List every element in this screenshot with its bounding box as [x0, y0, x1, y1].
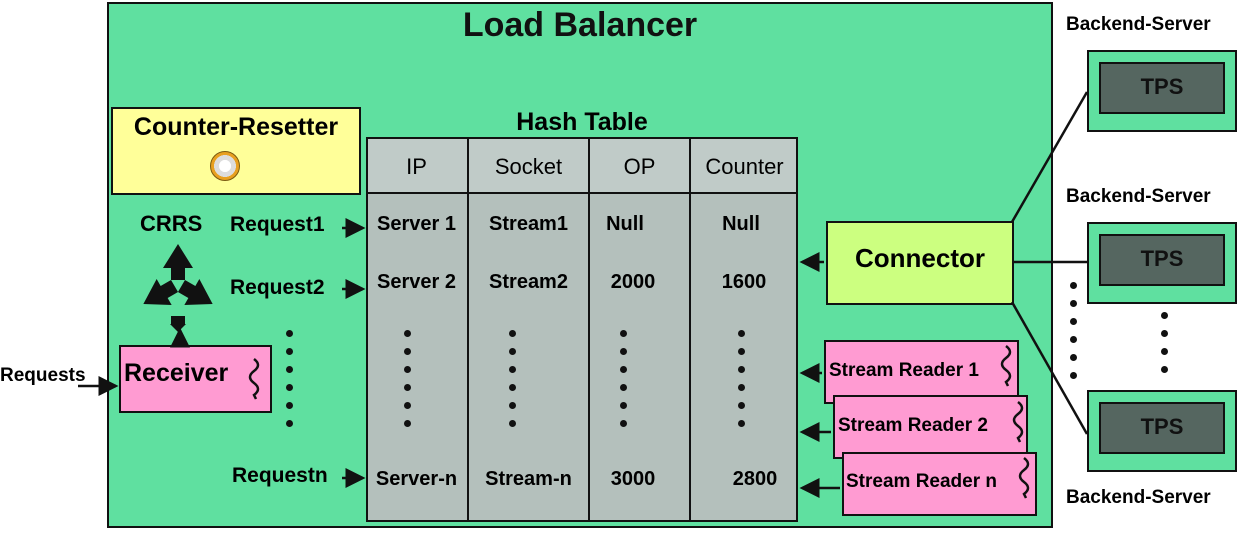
- tps-label: TPS: [1140, 246, 1184, 271]
- column-header-ip: IP: [406, 154, 427, 179]
- row-ellipsis: [738, 330, 746, 438]
- column-divider: [689, 137, 691, 522]
- request2-label: Request2: [230, 276, 325, 299]
- hash-table-title: Hash Table: [516, 108, 648, 136]
- tps-box: [1099, 402, 1225, 454]
- hash-table: [366, 137, 798, 522]
- column-divider: [588, 137, 590, 522]
- stream-reader-label: Stream Reader 1: [829, 360, 979, 381]
- receiver-box: [119, 345, 272, 413]
- tps-box: [1099, 62, 1225, 114]
- thread-squiggle-icon: [248, 358, 260, 400]
- row-ellipsis: [620, 330, 628, 438]
- column-header-op: OP: [623, 154, 656, 179]
- table-cell: Stream2: [489, 271, 568, 293]
- request-ellipsis: [286, 330, 294, 438]
- requests-input-label: Requests: [0, 365, 86, 386]
- table-cell: Null: [606, 213, 644, 235]
- backend-server-label: Backend-Server: [1066, 186, 1211, 207]
- connector-box: [826, 221, 1014, 305]
- row-ellipsis: [509, 330, 517, 438]
- stream-reader-box: [833, 395, 1028, 459]
- table-cell: 1600: [721, 271, 767, 293]
- tps-label: TPS: [1140, 414, 1184, 439]
- column-divider: [467, 137, 469, 522]
- column-header-counter: Counter: [705, 154, 784, 179]
- table-cell: Server 1: [377, 213, 456, 235]
- backend-ellipsis: [1070, 282, 1078, 390]
- backend-ellipsis: [1161, 312, 1169, 384]
- stream-reader-label: Stream Reader n: [846, 471, 998, 492]
- table-cell: 2000: [610, 271, 656, 293]
- thread-squiggle-icon: [1000, 345, 1012, 387]
- table-cell: 2800: [732, 468, 778, 490]
- load-balancer-title: Load Balancer: [462, 6, 698, 44]
- backend-server-label: Backend-Server: [1066, 487, 1211, 508]
- table-cell: Null: [722, 213, 760, 235]
- recycle-icon: [143, 244, 213, 332]
- crrs-label: CRRS: [140, 211, 203, 236]
- row-ellipsis: [404, 330, 412, 438]
- receiver-label: Receiver: [124, 359, 229, 387]
- tps-label: TPS: [1140, 74, 1184, 99]
- clock-icon: [210, 151, 240, 181]
- stream-reader-box: [842, 452, 1037, 516]
- stream-reader-label: Stream Reader 2: [838, 415, 988, 436]
- table-cell: 3000: [610, 468, 656, 490]
- tps-box: [1099, 234, 1225, 286]
- counter-resetter-box: [111, 107, 361, 195]
- counter-resetter-label: Counter-Resetter: [133, 113, 339, 141]
- requestn-label: Requestn: [232, 464, 328, 487]
- thread-squiggle-icon: [1012, 401, 1024, 443]
- thread-squiggle-icon: [1018, 457, 1030, 499]
- table-cell: Server 2: [377, 271, 456, 293]
- connector-label: Connector: [855, 243, 985, 273]
- table-cell: Server-n: [375, 468, 458, 490]
- request1-label: Request1: [230, 213, 325, 236]
- table-cell: Stream1: [489, 213, 568, 235]
- hash-table-header: [366, 137, 798, 194]
- column-header-socket: Socket: [494, 154, 563, 179]
- table-cell: Stream-n: [485, 468, 572, 490]
- backend-server-label: Backend-Server: [1066, 14, 1211, 35]
